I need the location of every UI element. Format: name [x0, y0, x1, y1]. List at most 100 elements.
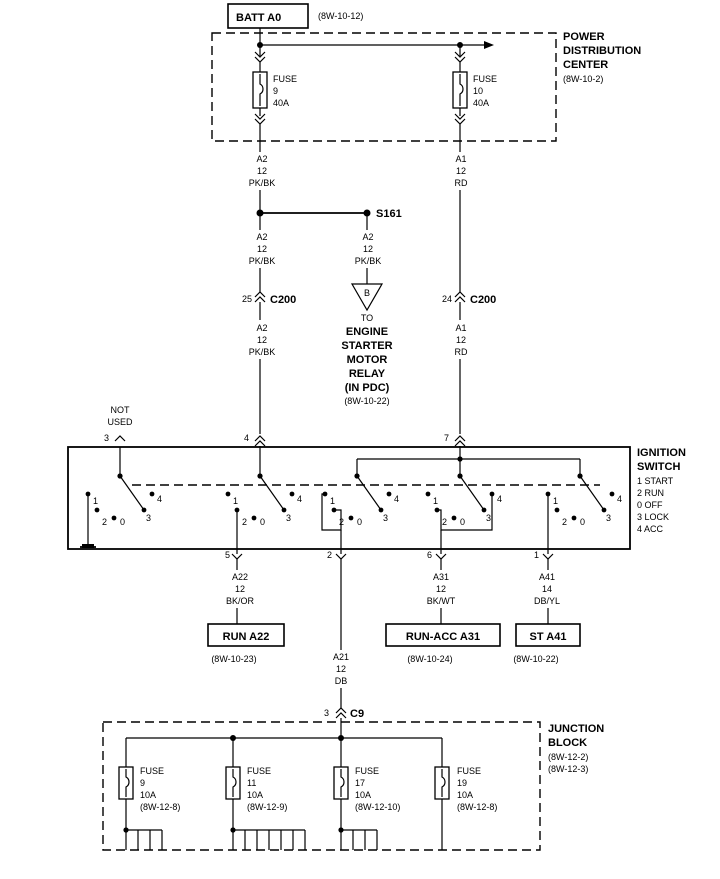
pos-label: 3 [383, 513, 388, 523]
jb-fuse-11: FUSE 11 10A (8W-12-9) [225, 738, 306, 850]
pdc-ref: (8W-10-2) [563, 74, 603, 84]
wire-gauge: 12 [436, 584, 446, 594]
pos-label: 4 [497, 494, 502, 504]
wire-color: DB [335, 676, 348, 686]
fuse-number: 9 [140, 778, 145, 788]
pos-label: 0 [260, 517, 265, 527]
wire-circuit: A1 [455, 323, 466, 333]
batt-ref: (8W-10-12) [318, 11, 363, 21]
wire-gauge: 12 [456, 166, 466, 176]
pin-4-icon [254, 435, 266, 447]
fuse-number: 10 [473, 86, 483, 96]
connector-pin: 3 [324, 708, 329, 718]
output-run-acc-a31 [385, 623, 501, 647]
wiper-icon [259, 475, 285, 511]
pos-label: 2 [102, 517, 107, 527]
connector-name: C200 [270, 294, 296, 306]
pos-label: 1 [93, 496, 98, 506]
switch-deck-1: 1 2 0 3 4 [85, 475, 162, 527]
top-pin-3: 3 [104, 433, 109, 443]
output-name: RUN-ACC A31 [406, 631, 480, 643]
splice-label: S161 [376, 208, 402, 220]
not-used-2: USED [107, 417, 133, 427]
output-ref: (8W-10-22) [513, 654, 558, 664]
pos-label: 0 [357, 517, 362, 527]
power-distribution-center: POWER DISTRIBUTION CENTER (8W-10-2) FUSE… [211, 31, 641, 142]
jb-fuse-17: FUSE 17 10A (8W-12-10) [333, 738, 400, 850]
ignition-title-1: IGNITION [637, 447, 686, 459]
batt-label: BATT A0 [236, 12, 281, 24]
wire-a2-branch: A2 12 PK/BK [355, 213, 381, 284]
legend-off: 0 OFF [637, 500, 663, 510]
wire-circuit: A21 [333, 652, 349, 662]
pos-label: 2 [242, 517, 247, 527]
fuse-element-icon [459, 74, 464, 106]
pos-label: 1 [433, 496, 438, 506]
fuse-number: 17 [355, 778, 365, 788]
wire-circuit: A2 [256, 154, 267, 164]
junction-title-1: JUNCTION [548, 723, 604, 735]
switch-deck-5: 1 2 0 3 4 [545, 475, 622, 554]
output-run-a22 [207, 623, 285, 647]
connector-c200-right: 24 C200 [442, 291, 496, 306]
pdc-outline [211, 32, 557, 142]
batt-source: BATT A0 (8W-10-12) [227, 3, 363, 45]
pin-7-icon [454, 435, 466, 447]
pdc-fuse-9: FUSE 9 40A [252, 45, 297, 125]
fuse-label: FUSE [355, 766, 379, 776]
pos-label: 3 [606, 513, 611, 523]
wire-a22: A22 12 BK/OR RUN A22 (8W-10-23) [207, 559, 285, 664]
jb-fuse-9: FUSE 9 10A (8W-12-8) [118, 738, 180, 850]
wire-a1-lower: A1 12 RD [455, 302, 468, 434]
pos-label: 0 [460, 517, 465, 527]
junction-outline [102, 721, 541, 851]
pin-6-icon [435, 553, 447, 560]
pin-1-icon [542, 553, 554, 560]
wire-color: BK/OR [226, 596, 255, 606]
relay-name-4: RELAY [349, 368, 386, 380]
jb-fuse-19: FUSE 19 10A (8W-12-8) [434, 738, 497, 850]
pdc-title-1: POWER [563, 31, 605, 43]
wire-circuit: A41 [539, 572, 555, 582]
ground-icon [80, 494, 96, 548]
output-ref: (8W-10-23) [211, 654, 256, 664]
relay-terminal: B [364, 288, 370, 298]
fuse-ref: (8W-12-8) [140, 802, 180, 812]
bottom-pin-2: 2 [327, 550, 332, 560]
relay-ref: (8W-10-22) [344, 396, 389, 406]
bus-arrow [484, 41, 494, 49]
wire-gauge: 12 [257, 335, 267, 345]
pin-3-icon [114, 435, 126, 442]
wire-gauge: 14 [542, 584, 552, 594]
wire-a2-mid: A2 12 PK/BK [249, 213, 276, 292]
wire-a31: A31 12 BK/WT RUN-ACC A31 (8W-10-24) [385, 559, 501, 664]
wire-color: PK/BK [249, 256, 276, 266]
fuse-element-icon [340, 769, 345, 797]
connector-name: C9 [350, 708, 364, 720]
output-st-a41 [515, 623, 581, 647]
pdc-title-3: CENTER [563, 59, 608, 71]
pos-label: 1 [233, 496, 238, 506]
pdc-title-2: DISTRIBUTION [563, 45, 641, 57]
wire-gauge: 12 [336, 664, 346, 674]
wire-circuit: A2 [256, 323, 267, 333]
junction-title-2: BLOCK [548, 737, 587, 749]
bottom-pin-5: 5 [225, 550, 230, 560]
connector-pin: 25 [242, 294, 252, 304]
wire-color: RD [455, 347, 468, 357]
fuse-ref: (8W-12-9) [247, 802, 287, 812]
fuse-element-icon [259, 74, 264, 106]
wire-color: RD [455, 178, 468, 188]
fuse-rating: 10A [457, 790, 473, 800]
wire-circuit: A2 [256, 232, 267, 242]
connector-icon [335, 707, 347, 719]
pdc-fuse-10: FUSE 10 40A [452, 45, 497, 125]
pos-label: 0 [580, 517, 585, 527]
fuse-rating: 10A [247, 790, 263, 800]
wire-circuit: A1 [455, 154, 466, 164]
fuse-element-icon [125, 769, 130, 797]
fuse-element-icon [232, 769, 237, 797]
pos-label: 2 [562, 517, 567, 527]
pos-label: 1 [553, 496, 558, 506]
